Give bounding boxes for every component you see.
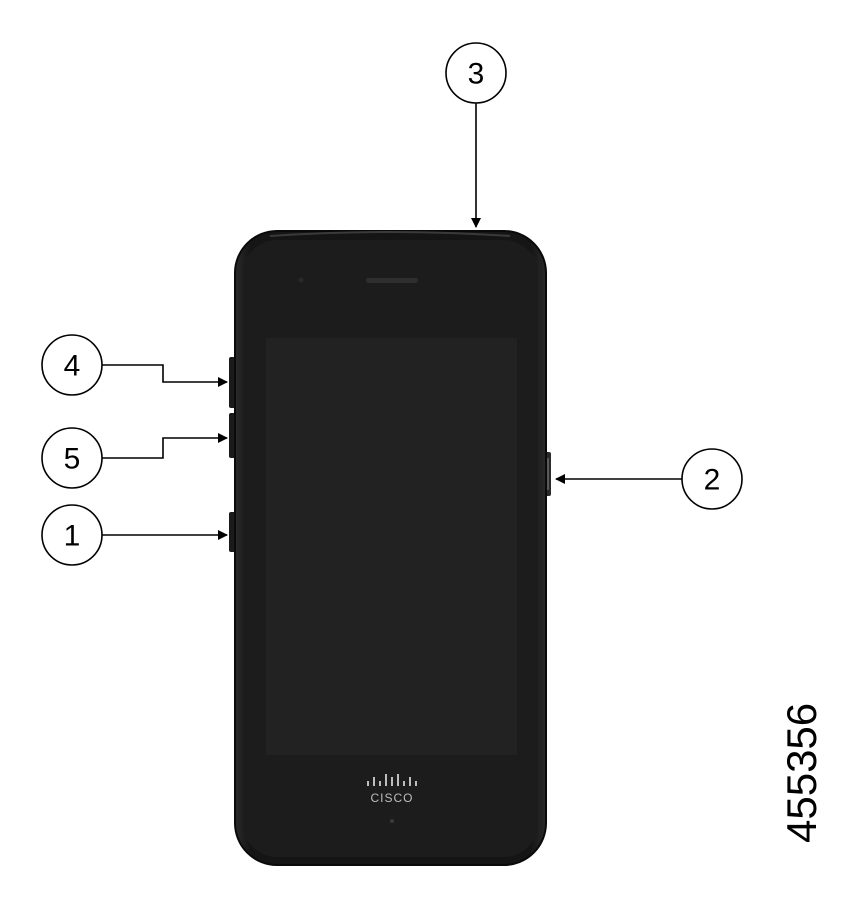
earpiece xyxy=(366,278,418,283)
microphone xyxy=(390,819,394,823)
callout-2: 2 xyxy=(681,448,743,510)
callout-label-2: 2 xyxy=(704,464,721,497)
callout-label-3: 3 xyxy=(468,58,485,91)
callout-5: 5 xyxy=(41,427,103,489)
callout-label-5: 5 xyxy=(64,443,81,476)
figure-id: 455356 xyxy=(778,703,825,843)
callout-label-1: 1 xyxy=(64,520,81,553)
top-edge xyxy=(269,231,511,237)
leader-line-5 xyxy=(102,433,228,459)
callout-label-4: 4 xyxy=(64,350,81,383)
callout-4: 4 xyxy=(41,334,103,396)
phone-screen xyxy=(266,338,517,755)
brand-logo-text: CISCO xyxy=(370,791,413,805)
front-camera xyxy=(298,277,304,283)
leader-line-4 xyxy=(102,364,228,387)
callout-3: 3 xyxy=(445,42,507,104)
callout-1: 1 xyxy=(41,504,103,566)
cisco-bridge-logo-icon xyxy=(367,774,417,786)
phone-device: CISCO xyxy=(229,230,551,866)
leader-lines xyxy=(102,102,682,540)
